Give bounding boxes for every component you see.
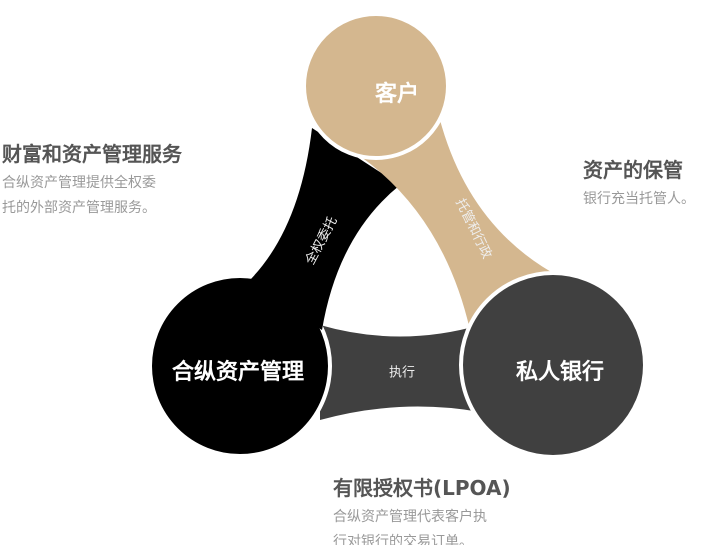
lpoa-line: 合纵资产管理代表客户执	[333, 509, 487, 525]
bank-label: 私人银行	[515, 360, 605, 385]
client-label: 客户	[374, 82, 420, 107]
custody-annotation: 资产的保管 银行充当托管人。	[583, 154, 695, 212]
discretionary-connector	[248, 128, 400, 330]
lpoa-annotation: 有限授权书(LPOA) 合纵资产管理代表客户执 行对银行的交易订单。	[333, 472, 511, 545]
custody-title: 资产的保管	[583, 158, 683, 182]
lpoa-title: 有限授权书(LPOA)	[333, 476, 511, 500]
bank-circle	[459, 271, 647, 459]
execution-connector	[320, 325, 480, 420]
wealth-annotation: 财富和资产管理服务 合纵资产管理提供全权委 托的外部资产管理服务。	[2, 138, 182, 221]
wealth-line: 合纵资产管理提供全权委	[2, 175, 156, 191]
advisor-label: 合纵资产管理	[171, 360, 305, 385]
custody-connector	[335, 120, 562, 330]
custody-line: 银行充当托管人。	[583, 191, 695, 207]
lpoa-line: 行对银行的交易订单。	[333, 534, 473, 545]
wealth-title: 财富和资产管理服务	[2, 142, 182, 166]
wealth-line: 托的外部资产管理服务。	[2, 200, 156, 216]
client-circle	[302, 12, 450, 160]
advisor-circle	[148, 274, 332, 458]
execution-label: 执行	[388, 365, 416, 381]
